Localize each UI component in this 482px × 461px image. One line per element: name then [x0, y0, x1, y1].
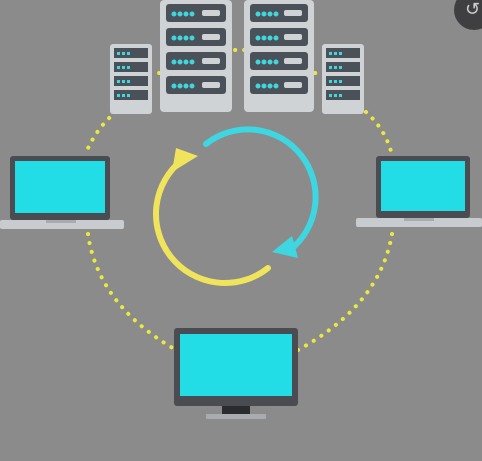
connection-right-laptop-to-monitor	[296, 232, 394, 352]
laptop-icon-right	[356, 156, 482, 227]
corner-badge[interactable]: ↺	[454, 0, 482, 30]
connection-right-server-to-laptop	[364, 110, 394, 157]
cycle-arrowhead-blue	[272, 236, 298, 258]
cycle-arrow-yellow	[152, 157, 271, 287]
connection-paths	[83, 48, 394, 352]
connection-left-laptop-to-monitor	[86, 232, 178, 352]
share-icon: ↺	[465, 0, 481, 20]
cycle-arrowhead-yellow	[172, 148, 198, 172]
laptop-icon-left	[0, 156, 124, 229]
connection-left-server-to-laptop	[83, 110, 118, 157]
server-rack-left	[110, 44, 152, 114]
server-rack-center-right	[244, 0, 314, 112]
server-rack-right	[322, 44, 364, 114]
sync-cycle-icon	[152, 126, 319, 287]
cycle-arrow-blue	[203, 126, 319, 253]
server-rack-center-left	[160, 0, 232, 112]
desktop-monitor-icon	[174, 328, 298, 419]
